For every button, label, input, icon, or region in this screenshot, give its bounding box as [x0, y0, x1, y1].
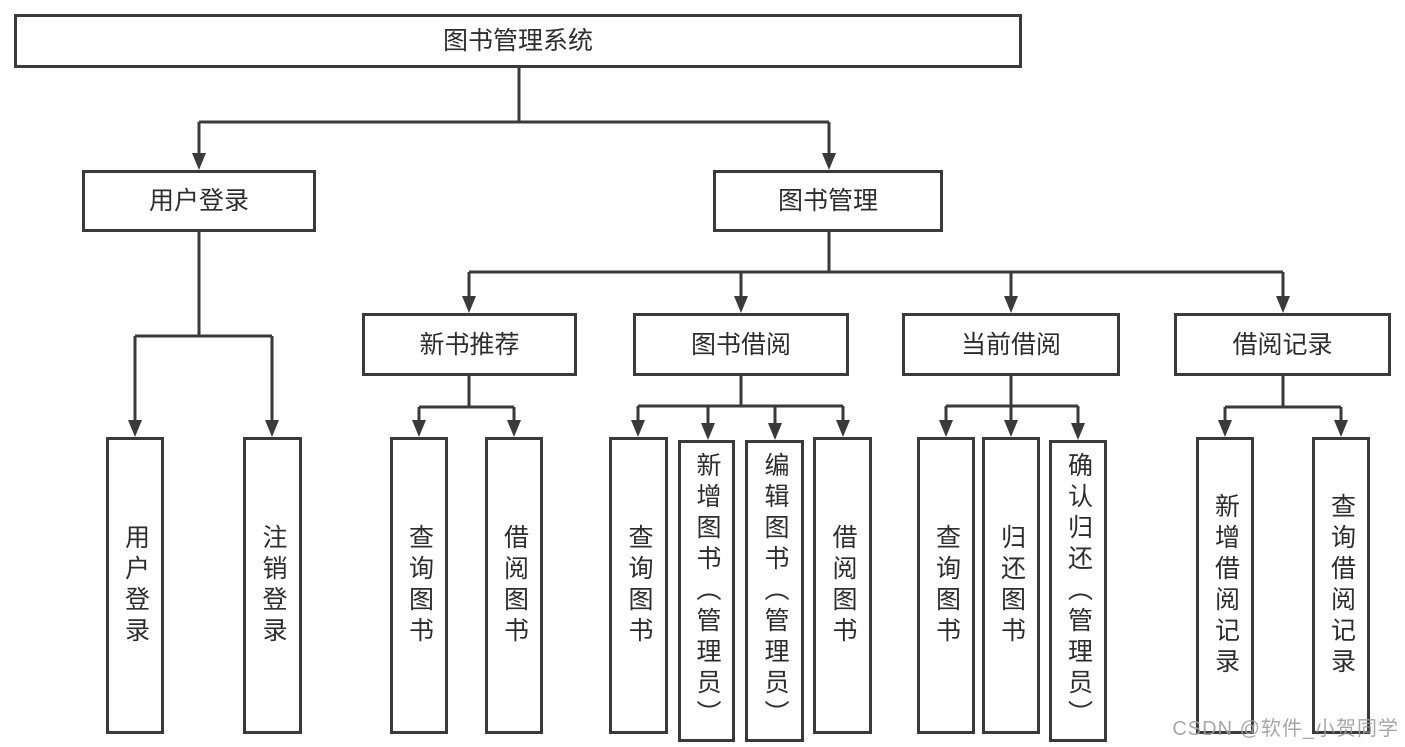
node-current-borrow: 当前借阅 — [902, 313, 1120, 376]
node-book-borrow: 图书借阅 — [633, 313, 849, 376]
leaf-query-books-recommend: 查询图书 — [390, 437, 448, 734]
edges-book-borrow-children — [631, 376, 850, 440]
edges-user-login-children — [128, 232, 279, 437]
leaf-query-books-current: 查询图书 — [917, 437, 975, 734]
leaf-edit-books-admin: 编辑图书（管理员） — [745, 440, 804, 742]
leaf-return-books: 归还图书 — [982, 437, 1040, 734]
leaf-borrow-books-recommend: 借阅图书 — [485, 437, 543, 734]
leaf-confirm-return-admin: 确认归还（管理员） — [1049, 440, 1107, 742]
node-root-library-system: 图书管理系统 — [14, 14, 1022, 68]
leaf-query-borrow-record: 查询借阅记录 — [1312, 437, 1370, 734]
leaf-add-borrow-record: 新增借阅记录 — [1196, 437, 1254, 734]
leaf-user-login: 用户登录 — [106, 437, 164, 734]
leaf-borrow-books: 借阅图书 — [813, 437, 872, 734]
node-user-login: 用户登录 — [82, 170, 316, 232]
edges-root-to-level2 — [192, 68, 836, 170]
node-book-management: 图书管理 — [713, 170, 943, 232]
leaf-add-books-admin: 新增图书（管理员） — [678, 440, 735, 742]
leaf-logout: 注销登录 — [243, 437, 302, 734]
edges-current-borrow-children — [939, 376, 1085, 440]
edges-book-management-children — [462, 232, 1290, 313]
leaf-query-books-borrow: 查询图书 — [609, 437, 668, 734]
node-borrow-records: 借阅记录 — [1174, 313, 1391, 376]
edges-new-book-recommend-children — [412, 376, 521, 437]
node-new-book-recommend: 新书推荐 — [362, 313, 577, 376]
edges-borrow-records-children — [1218, 376, 1348, 437]
csdn-watermark: CSDN @软件_小贺同学 — [1172, 718, 1399, 740]
